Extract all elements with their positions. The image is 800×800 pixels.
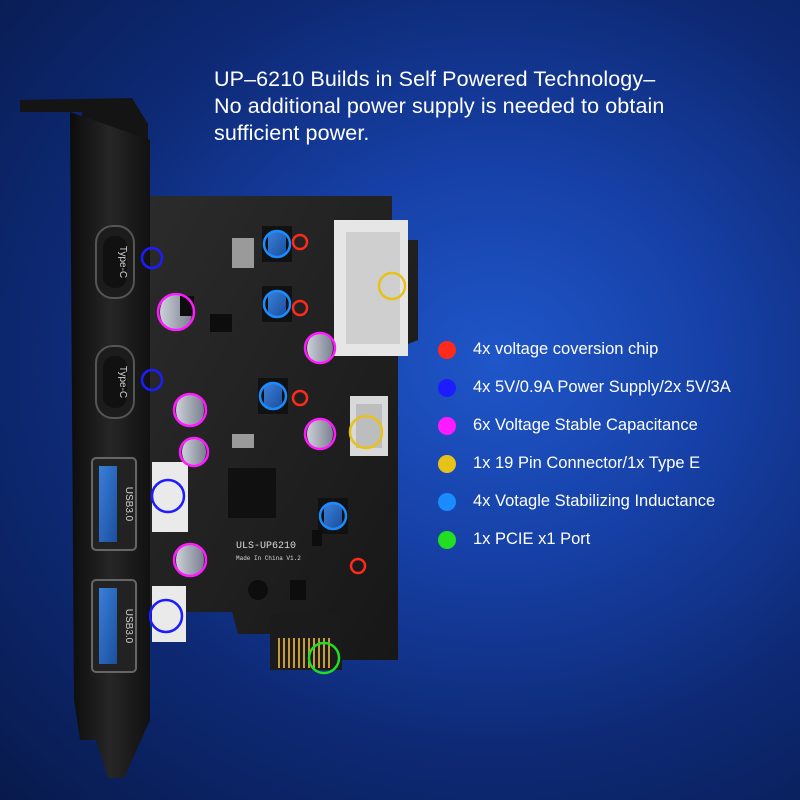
type-c-port-1-label: Type-C [117, 246, 128, 278]
silkscreen-model: ULS-UP6210 [236, 541, 296, 552]
type-c-port-2: Type-C [95, 345, 135, 419]
legend-item-pcie: 1x PCIE x1 Port [438, 530, 590, 549]
controller-chip [228, 468, 276, 518]
legend-label: 4x 5V/0.9A Power Supply/2x 5V/3A [473, 378, 731, 396]
headline-line-2: No additional power supply is needed to … [214, 94, 665, 118]
usb-a-port-1-label: USB3.0 [123, 487, 134, 522]
legend-label: 1x PCIE x1 Port [473, 530, 591, 548]
usb-a-port-2-label: USB3.0 [123, 609, 134, 644]
pcie-edge [270, 614, 342, 670]
crystal-oscillator [232, 238, 254, 268]
capacitors [160, 293, 333, 577]
legend-item-connector: 1x 19 Pin Connector/1x Type E [438, 454, 700, 473]
legend-label: 6x Voltage Stable Capacitance [473, 416, 698, 434]
legend-item-inductance: 4x Votagle Stabilizing Inductance [438, 492, 715, 511]
legend-item-voltage-chip: 4x voltage coversion chip [438, 340, 658, 359]
legend-dot-blue [438, 378, 456, 397]
markers-voltage-chip [291, 233, 367, 575]
silkscreen-origin: Made In China V1.2 [236, 555, 301, 562]
legend-label: 4x Votagle Stabilizing Inductance [473, 492, 716, 510]
usb-a-shield-1 [152, 462, 188, 532]
markers-capacitance [156, 292, 337, 578]
headline: UP–6210 Builds in Self Powered Technolog… [214, 66, 774, 147]
markers-connector [348, 271, 407, 450]
pcie-gold-fingers [278, 638, 330, 668]
type-c-port-1: Type-C [95, 225, 135, 299]
legend-dot-yellow [438, 454, 456, 473]
legend-label: 4x voltage coversion chip [473, 340, 659, 358]
legend-dot-red [438, 340, 456, 359]
type-c-port-2-label: Type-C [117, 366, 128, 398]
usb-a-port-2: USB3.0 [91, 579, 137, 673]
markers-power-supply [140, 246, 186, 634]
legend-dot-magenta [438, 416, 456, 435]
legend-dot-green [438, 530, 456, 549]
usb-a-port-1: USB3.0 [91, 457, 137, 551]
legend-item-capacitance: 6x Voltage Stable Capacitance [438, 416, 698, 435]
headline-line-3: sufficient power. [214, 121, 370, 145]
legend-label: 1x 19 Pin Connector/1x Type E [473, 454, 701, 472]
legend-dot-light-blue [438, 492, 456, 511]
legend-item-power-supply: 4x 5V/0.9A Power Supply/2x 5V/3A [438, 378, 731, 397]
markers-inductance [258, 229, 348, 531]
bracket-plate [70, 112, 150, 778]
headline-line-1: UP–6210 Builds in Self Powered Technolog… [214, 67, 656, 91]
markers-pcie [307, 641, 341, 675]
